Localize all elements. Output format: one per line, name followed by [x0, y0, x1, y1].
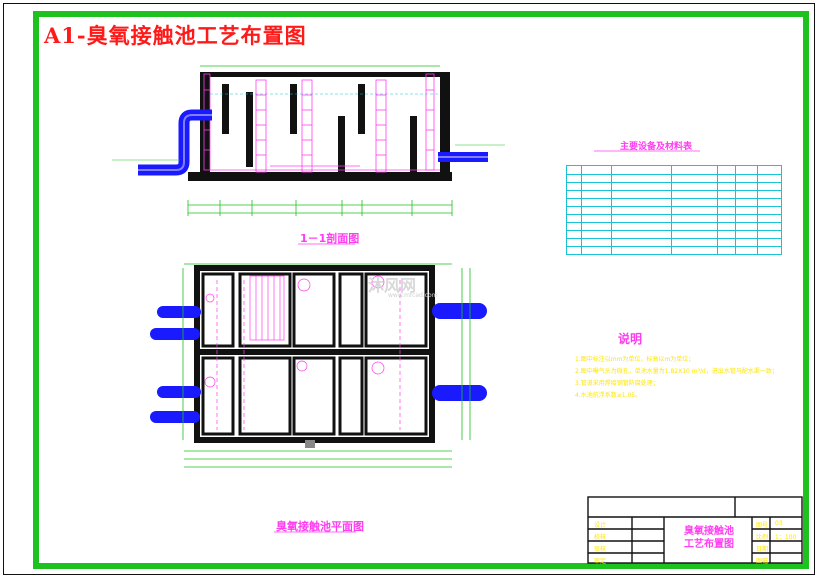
drawing-title: A1-臭氧接触池工艺布置图 — [44, 23, 307, 48]
plan-right-pipes — [432, 303, 487, 401]
plan-diffusers — [204, 275, 401, 430]
section-ladders — [203, 73, 440, 173]
title-block-name-line2: 工艺布置图 — [684, 539, 734, 550]
watermark-text: 沐风网 — [368, 276, 417, 295]
section-view — [112, 65, 505, 216]
title-block-drawing-name: 臭氧接触池 工艺布置图 — [668, 525, 750, 551]
tb-label-review: 审核 — [594, 546, 607, 553]
plan-title: 臭氧接触池平面图 — [276, 520, 364, 533]
tb-label-scale: 比例 — [756, 534, 769, 541]
tb-label-drawing-no: 图号 — [756, 522, 769, 529]
tb-value-scale: 1：100 — [775, 534, 797, 541]
note-line-3: 3.管道采用焊接钢管防腐处理； — [575, 380, 659, 387]
tb-label-size: 图幅 — [756, 558, 769, 565]
notes-title: 说明 — [618, 332, 643, 346]
drawing-outer-frame — [3, 3, 815, 575]
equipment-table — [566, 165, 782, 255]
plan-view — [150, 263, 487, 468]
tb-value-drawing-no: 03 — [775, 520, 783, 527]
watermark-url: www.mfcad.com — [388, 292, 438, 299]
plan-left-pipes — [150, 306, 201, 423]
section-left-wall — [200, 72, 210, 180]
section-right-wall — [440, 72, 450, 180]
tb-label-check: 校核 — [594, 534, 607, 541]
title-block — [587, 496, 803, 564]
tb-label-design: 设计 — [594, 522, 607, 529]
section-top-slab — [200, 72, 450, 77]
tb-label-date: 日期 — [756, 546, 769, 553]
plan-middle-wall — [197, 349, 432, 355]
title-block-name-line1: 臭氧接触池 — [684, 526, 734, 537]
drawing-border — [33, 11, 809, 569]
section-title: 1－1剖面图 — [300, 232, 360, 245]
section-bottom-slab — [188, 172, 452, 181]
note-line-4: 4.水池抗浮系数≥1.05。 — [575, 392, 642, 399]
note-line-1: 1.图中标注以mm为单位，标高以m为单位； — [575, 356, 695, 363]
tb-label-approve: 审定 — [594, 558, 607, 565]
equipment-table-title: 主要设备及材料表 — [620, 142, 693, 152]
note-line-2: 2.图中曝气头为微孔，单池水量为1.82X10 m³/d，进出水管与配水渠一致； — [575, 368, 778, 375]
